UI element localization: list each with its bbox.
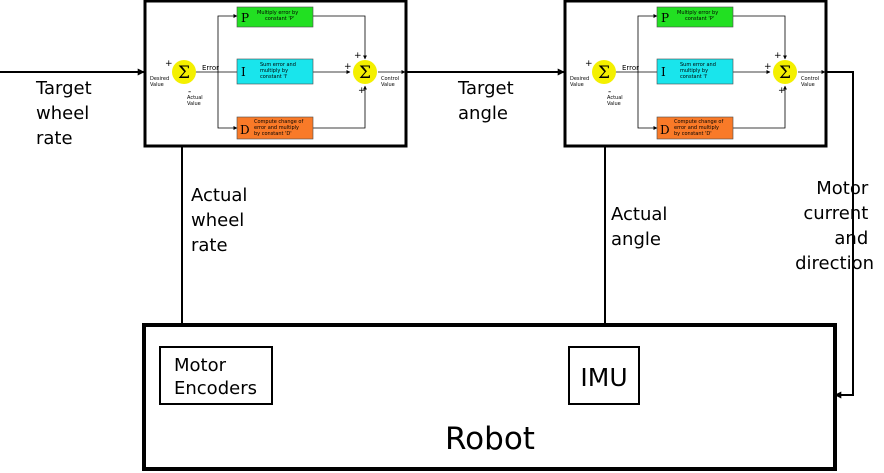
pid-p-return: [733, 15, 787, 60]
actual-angle-label: Actual angle: [611, 204, 673, 250]
p-block: [656, 6, 734, 28]
actual-value-label: Actual Value: [187, 95, 204, 107]
actual-minus-sign: -: [608, 87, 611, 97]
pid-controller-angle: P Multiply error by constant 'P' I Sum e…: [563, 0, 828, 148]
i-text: Sum error and multiply by constant 'I': [260, 62, 298, 80]
pid-p-branch: [217, 14, 238, 72]
imu-box: [568, 346, 640, 405]
i-plus-sign: +: [344, 62, 352, 72]
output-summer-sigma: Σ: [359, 63, 371, 83]
d-plus-sign: +: [778, 86, 786, 96]
p-block: [236, 6, 314, 28]
output-summer: [353, 60, 377, 84]
p-text: Multiply error by constant 'P': [677, 10, 720, 22]
error-summer: [172, 60, 196, 84]
d-text: Compute change of error and multiply by …: [674, 119, 725, 137]
d-block: [656, 116, 734, 140]
pid-d-return: [313, 85, 367, 129]
p-letter: P: [241, 11, 249, 25]
control-value-label: Control Value: [381, 76, 401, 88]
error-summer: [592, 60, 616, 84]
desired-plus-sign: +: [165, 59, 173, 69]
d-plus-sign: +: [358, 86, 366, 96]
d-text: Compute change of error and multiply by …: [254, 119, 305, 137]
i-text: Sum error and multiply by constant 'I': [680, 62, 718, 80]
motor-output-arrow: [826, 71, 854, 399]
target-wheel-rate-label: Target wheel rate: [35, 78, 97, 149]
desired-value-label: Desired Value: [150, 76, 171, 88]
error-label: Error: [202, 64, 219, 72]
pid-d-branch: [217, 72, 238, 130]
imu-label: IMU: [580, 363, 627, 392]
i-block: [656, 58, 734, 85]
robot-title: Robot: [445, 421, 535, 457]
p-text: Multiply error by constant 'P': [257, 10, 300, 22]
d-letter: D: [240, 123, 250, 137]
actual-minus-sign: -: [188, 87, 191, 97]
i-letter: I: [661, 65, 666, 79]
i-plus-sign: +: [764, 62, 772, 72]
control-value-label: Control Value: [801, 76, 821, 88]
p-plus-sign: +: [354, 51, 362, 61]
d-letter: D: [660, 123, 670, 137]
desired-value-label: Desired Value: [570, 76, 591, 88]
motor-encoders-box: [159, 346, 273, 405]
error-label: Error: [622, 64, 639, 72]
actual-value-label: Actual Value: [607, 95, 624, 107]
pid-p-return: [313, 15, 367, 60]
pid-p-branch: [637, 14, 658, 72]
output-summer-sigma: Σ: [779, 63, 791, 83]
i-block: [236, 58, 314, 85]
target-angle-label: Target angle: [457, 78, 519, 124]
error-summer-sigma: Σ: [598, 63, 610, 83]
pid-controller-wheel-rate: P Multiply error by constant 'P' I Sum e…: [143, 0, 408, 148]
pid-d-branch: [637, 72, 658, 130]
p-plus-sign: +: [774, 51, 782, 61]
motor-output-label: Motor current and direction: [795, 178, 874, 274]
error-summer-sigma: Σ: [178, 63, 190, 83]
p-letter: P: [661, 11, 669, 25]
pid-d-return: [733, 85, 787, 129]
desired-plus-sign: +: [585, 59, 593, 69]
i-letter: I: [241, 65, 246, 79]
output-summer: [773, 60, 797, 84]
actual-wheel-rate-label: Actual wheel rate: [191, 185, 253, 256]
d-block: [236, 116, 314, 140]
motor-encoders-label: Motor Encoders: [174, 355, 257, 399]
